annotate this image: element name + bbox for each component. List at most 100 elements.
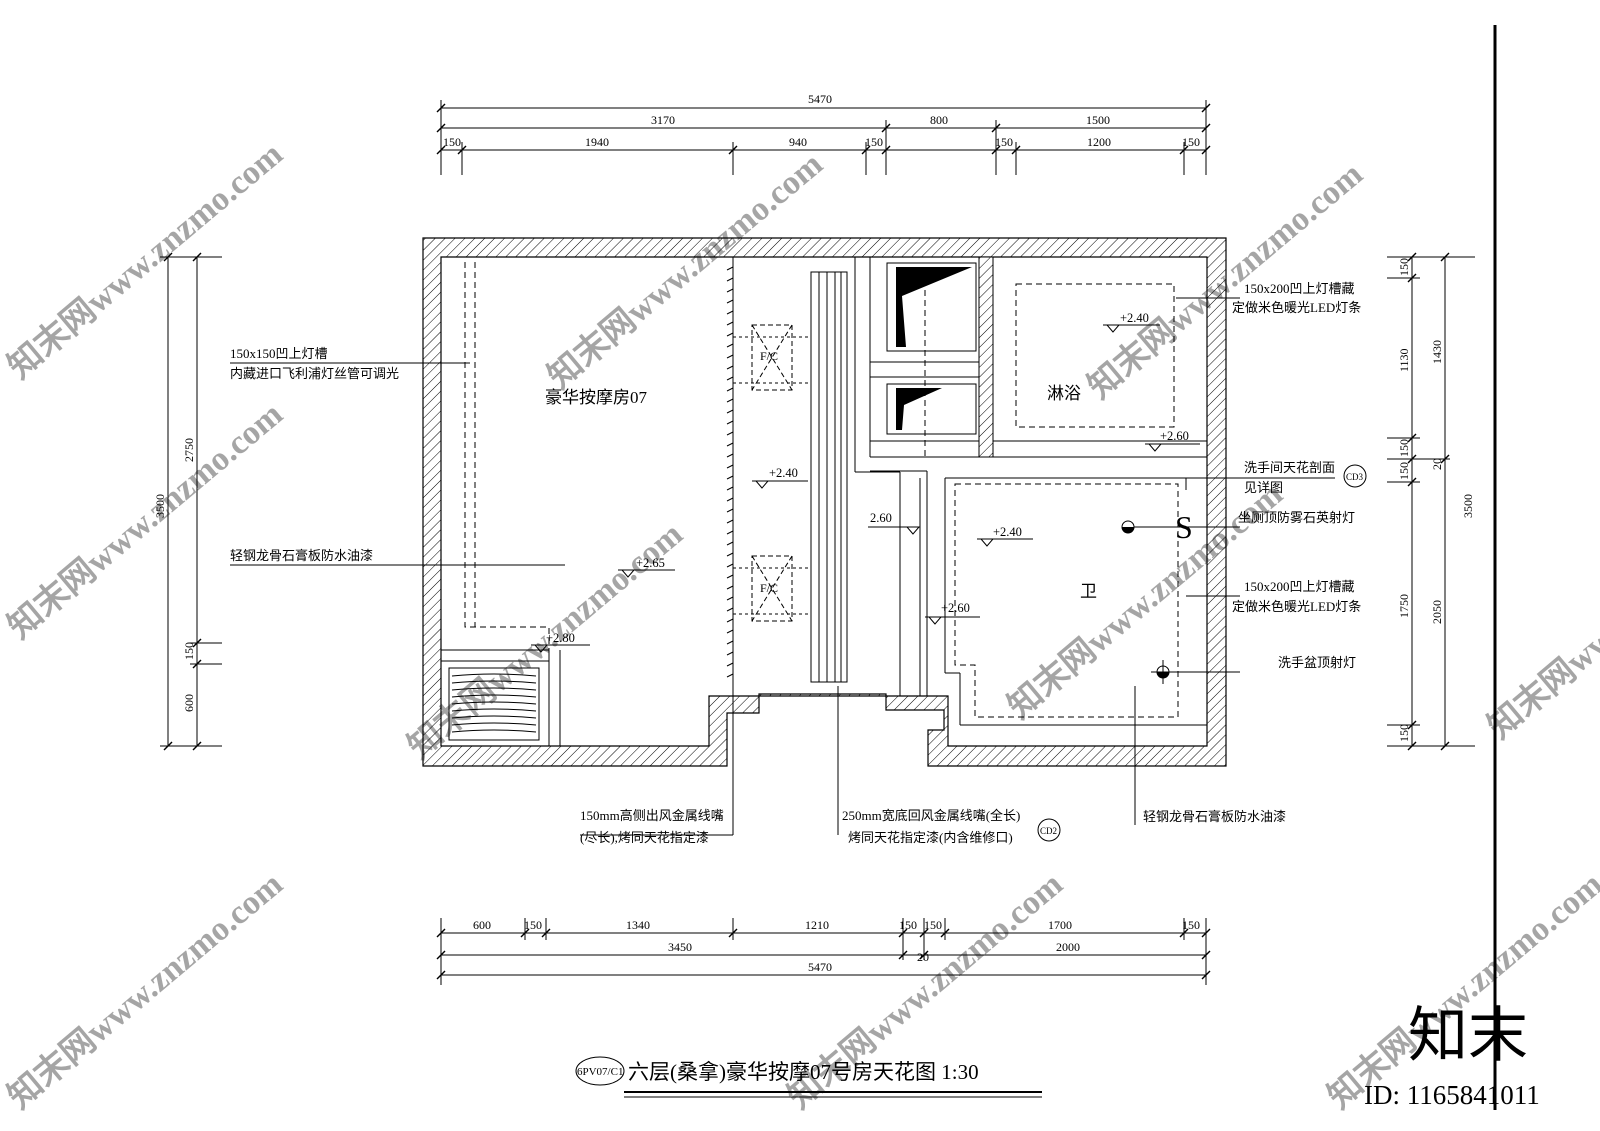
note-right-4b: 定做米色暖光LED灯条: [1232, 599, 1361, 614]
interior-lines: [441, 257, 1207, 746]
dim-bot-d2: 150: [524, 918, 542, 932]
note-bottom-1b: (尽长),烤同天花指定漆: [580, 830, 709, 845]
dim-right-3: 150: [1397, 439, 1411, 457]
diffuser-slot: [726, 431, 734, 436]
dimension-tick: [861, 145, 871, 155]
detail-ref-cd2-icon: [1037, 818, 1061, 842]
radiator: [448, 667, 540, 741]
note-right-1b: 定做米色暖光LED灯条: [1232, 300, 1361, 315]
dim-top-d5: 150: [995, 135, 1013, 149]
fc-unit-lower: F/C: [733, 555, 810, 622]
dimension-tick: [1179, 928, 1189, 938]
diffuser-slot: [726, 618, 734, 623]
diffuser-slot: [726, 464, 734, 469]
diffuser-slot: [726, 310, 734, 315]
radiator-bar: [451, 694, 537, 698]
diffuser-slot: [726, 321, 734, 326]
diffuser-slot: [726, 585, 734, 590]
walls: [422, 237, 1227, 767]
dimension-tick: [1407, 477, 1417, 487]
radiator-lines: [451, 673, 537, 733]
dimension-tick: [163, 741, 173, 751]
diffuser-slot: [726, 277, 734, 282]
dim-right-mid-1: 1430: [1430, 340, 1444, 364]
radiator-bar: [451, 680, 537, 684]
note-right-5: 洗手盆顶射灯: [1278, 655, 1356, 670]
dimension-tick: [1440, 454, 1450, 464]
radiator-bar: [451, 687, 537, 691]
note-right-2a: 洗手间天花剖面: [1244, 460, 1335, 475]
dim-bot-overall: 5470: [808, 960, 832, 974]
diffuser-slot: [726, 420, 734, 425]
dim-bot-mid-3: 2000: [1056, 940, 1080, 954]
quartz-spotlight-icon: [1121, 520, 1185, 534]
dimension-tick: [1407, 720, 1417, 730]
diffuser-slot: [726, 563, 734, 568]
dim-right-4: 150: [1397, 462, 1411, 480]
note-bottom-2b: 烤同天花指定漆(内含维修口): [848, 830, 1013, 845]
level-corridor: +2.40: [769, 466, 798, 480]
dimension-tick: [1201, 123, 1211, 133]
level-entry: +2.80: [546, 631, 575, 645]
note-left-1a: 150x150凹上灯槽: [230, 346, 328, 361]
diffuser-slot: [726, 607, 734, 612]
dimension-tick: [1179, 145, 1189, 155]
dimension-tick: [436, 145, 446, 155]
fc-unit-upper: F/C: [733, 324, 810, 391]
diffuser-slot: [726, 266, 734, 271]
dim-right-5: 1750: [1397, 594, 1411, 618]
dim-bot-d6: 150: [924, 918, 942, 932]
dimension-tick: [192, 741, 202, 751]
dim-bot-d5: 150: [899, 918, 917, 932]
dim-top-d6: 1200: [1087, 135, 1111, 149]
diffuser-slot: [726, 332, 734, 337]
diffuser-slot: [726, 288, 734, 293]
dimension-tick: [520, 928, 530, 938]
brand-watermark: 知末: [1408, 1003, 1528, 1069]
dim-right-mid-2: 20: [1430, 458, 1444, 470]
dim-right-6: 150: [1397, 724, 1411, 742]
watermark-7: 知末网www.znzmo.com: [1481, 495, 1600, 746]
level-passage: 2.60: [870, 511, 892, 525]
radiator-bar: [451, 729, 537, 733]
note-right-1a: 150x200凹上灯槽藏: [1244, 281, 1355, 296]
note-right-4a: 150x200凹上灯槽藏: [1244, 579, 1355, 594]
dimension-tick: [1011, 145, 1021, 155]
diffuser-slot: [726, 574, 734, 579]
dimension-tick: [1201, 950, 1211, 960]
light-troughs: [464, 262, 1179, 718]
dimension-tick: [940, 928, 950, 938]
diffuser-slot: [726, 442, 734, 447]
id-watermark: ID: 1165841011: [1364, 1080, 1540, 1110]
fc-label-upper: F/C: [760, 349, 778, 363]
dimension-tick: [881, 145, 891, 155]
dimension-tick: [1440, 252, 1450, 262]
watermark-2: 知末网www.znzmo.com: [541, 145, 830, 396]
dimension-tick: [436, 970, 446, 980]
dimension-tick: [919, 950, 929, 960]
diffuser-slot: [726, 343, 734, 348]
level-toilet-edge: +2.60: [941, 601, 970, 615]
diffuser-slot: [726, 376, 734, 381]
level-shower-edge: +2.60: [1160, 429, 1189, 443]
diffuser-slot: [726, 475, 734, 480]
diffuser-slot: [726, 354, 734, 359]
dimension-tick: [991, 123, 1001, 133]
dimension-tick: [919, 928, 929, 938]
note-right-2b: 见详图: [1244, 480, 1283, 495]
radiator-bar: [451, 715, 537, 719]
dim-left-2: 150: [182, 642, 196, 660]
dim-right-outer: 3500: [1461, 494, 1475, 518]
diffuser-slot: [726, 519, 734, 524]
diffuser-slot: [726, 497, 734, 502]
level-shower: +2.40: [1120, 311, 1149, 325]
note-right-3: 坐厕顶防雾石英射灯: [1238, 510, 1355, 525]
room-shower-label: 淋浴: [1047, 384, 1081, 403]
dim-top-d7: 150: [1182, 135, 1200, 149]
diffuser-slot: [726, 398, 734, 403]
dim-bot-d3: 1340: [626, 918, 650, 932]
diffuser-slot: [726, 651, 734, 656]
note-left-2: 轻钢龙骨石膏板防水油漆: [230, 548, 373, 563]
dimension-tick: [728, 145, 738, 155]
